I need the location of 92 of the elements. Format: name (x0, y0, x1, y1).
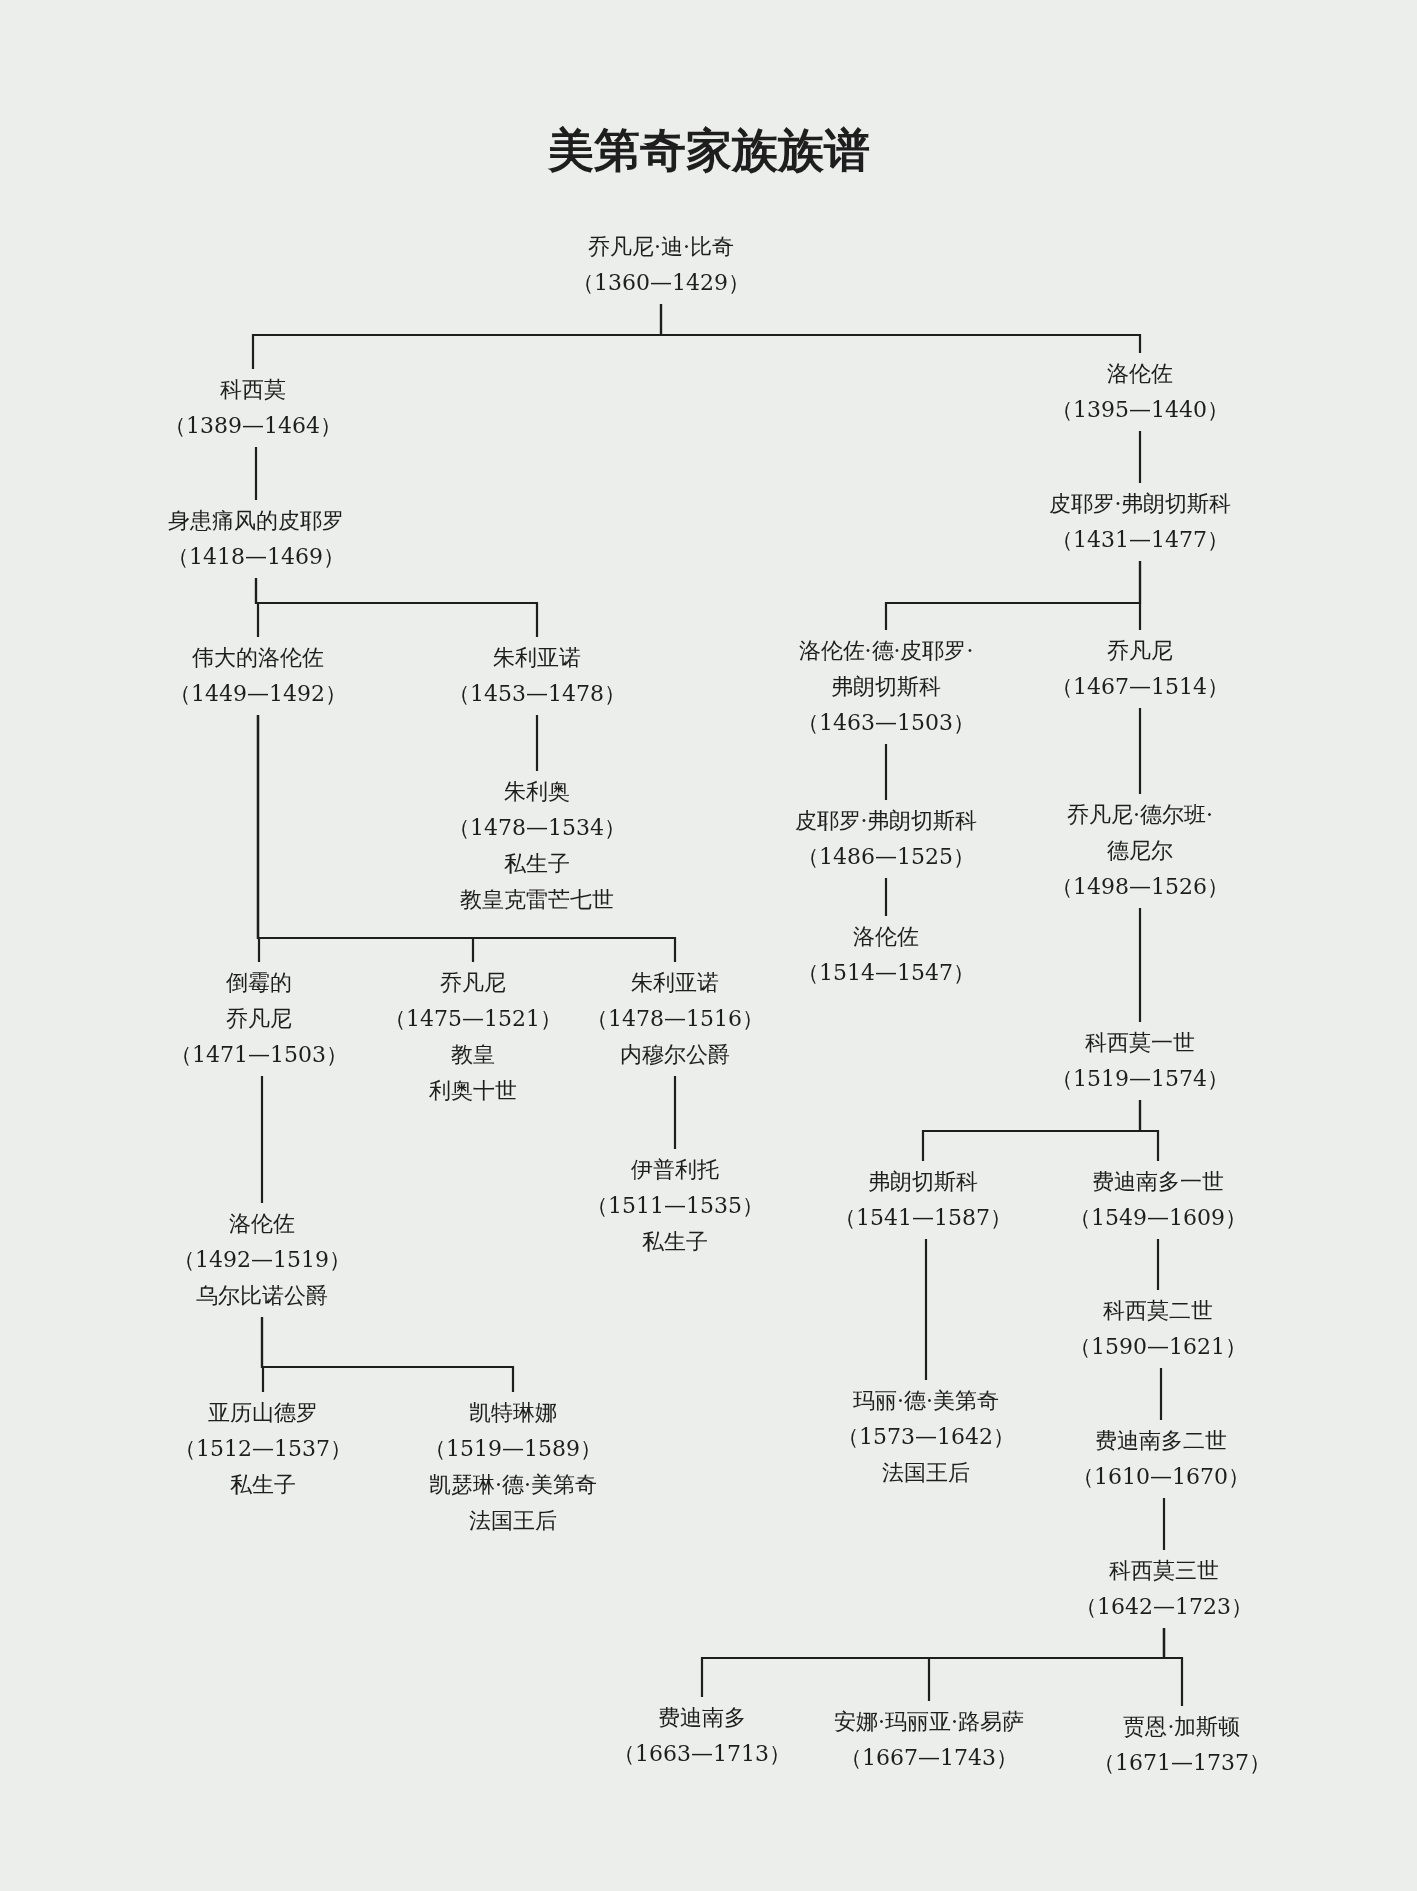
person-name: 科西莫二世 (1102, 1297, 1214, 1325)
person-name: 伟大的洛伦佐 (191, 644, 325, 672)
person-name: 科西莫 (219, 376, 287, 404)
family-line (884, 744, 888, 800)
life-dates: （1667—1743） (839, 1744, 1019, 1772)
family-line (1138, 708, 1142, 794)
family-line (256, 715, 677, 962)
note: 凯瑟琳·德·美第奇 (428, 1471, 598, 1499)
life-dates: （1610—1670） (1072, 1463, 1250, 1491)
life-dates: （1418—1469） (167, 543, 345, 571)
person-name: 弗朗切斯科 (867, 1168, 979, 1196)
life-dates: （1671—1737） (1093, 1749, 1271, 1777)
family-line (260, 1076, 264, 1203)
person-name: 朱利亚诺 (492, 644, 582, 672)
life-dates: （1431—1477） (1050, 526, 1230, 554)
life-dates: （1512—1537） (174, 1435, 352, 1463)
person-name: 费迪南多二世 (1094, 1427, 1228, 1455)
person-name: 伊普利托 (630, 1156, 720, 1184)
person-name: 乔凡尼 (1106, 637, 1174, 665)
person-name: 乔凡尼·德尔班·德尼尔 (1066, 801, 1214, 865)
family-line (254, 447, 258, 500)
life-dates: （1514—1547） (797, 959, 975, 987)
family-line (1138, 561, 1142, 630)
family-line (1162, 1628, 1184, 1706)
person-name: 凯特琳娜 (468, 1399, 558, 1427)
note: 教皇 (450, 1041, 496, 1069)
life-dates: （1642—1723） (1075, 1593, 1253, 1621)
note: 私生子 (229, 1471, 297, 1499)
person-name: 洛伦佐 (228, 1210, 296, 1238)
life-dates: （1486—1525） (796, 843, 976, 871)
person-name: 洛伦佐 (1106, 360, 1174, 388)
life-dates: （1519—1574） (1051, 1065, 1229, 1093)
note: 内穆尔公爵 (619, 1041, 731, 1069)
note: 法国王后 (468, 1507, 558, 1535)
life-dates: （1360—1429） (572, 269, 750, 297)
person-name: 亚历山德罗 (207, 1399, 319, 1427)
note: 利奥十世 (428, 1077, 518, 1105)
life-dates: （1389—1464） (164, 412, 342, 440)
family-line (1138, 431, 1142, 483)
life-dates: （1590—1621） (1069, 1333, 1247, 1361)
person-name: 乔凡尼 (439, 969, 507, 997)
family-line (884, 878, 888, 916)
life-dates: （1498—1526） (1051, 873, 1229, 901)
person-name: 费迪南多一世 (1091, 1168, 1225, 1196)
life-dates: （1573—1642） (837, 1423, 1015, 1451)
life-dates: （1663—1713） (613, 1740, 791, 1768)
note: 私生子 (641, 1228, 709, 1256)
note: 乌尔比诺公爵 (195, 1282, 329, 1310)
family-line (1138, 908, 1142, 1022)
person-name: 洛伦佐·德·皮耶罗·弗朗切斯科 (797, 637, 975, 701)
family-line (1138, 1100, 1160, 1161)
person-name: 安娜·玛丽亚·路易萨 (834, 1708, 1024, 1736)
person-name: 朱利亚诺 (630, 969, 720, 997)
life-dates: （1453—1478） (448, 680, 626, 708)
person-name: 科西莫一世 (1084, 1029, 1196, 1057)
family-line (673, 1076, 677, 1149)
life-dates: （1478—1516） (586, 1005, 764, 1033)
note: 私生子 (503, 850, 571, 878)
person-name: 倒霉的乔凡尼 (225, 969, 293, 1033)
life-dates: （1467—1514） (1051, 673, 1229, 701)
family-line (659, 304, 1142, 353)
life-dates: （1492—1519） (173, 1246, 351, 1274)
person-name: 身患痛风的皮耶罗 (167, 507, 345, 535)
life-dates: （1549—1609） (1069, 1204, 1247, 1232)
life-dates: （1475—1521） (384, 1005, 562, 1033)
life-dates: （1449—1492） (169, 680, 347, 708)
title: 美第奇家族族谱 (546, 122, 871, 179)
person-name: 费迪南多 (657, 1704, 747, 1732)
person-name: 玛丽·德·美第奇 (852, 1387, 1000, 1415)
family-line (924, 1239, 928, 1380)
person-name: 洛伦佐 (852, 923, 920, 951)
life-dates: （1471—1503） (170, 1041, 348, 1069)
life-dates: （1395—1440） (1051, 396, 1229, 424)
life-dates: （1478—1534） (448, 814, 626, 842)
life-dates: （1463—1503） (796, 709, 976, 737)
family-line (254, 578, 539, 637)
family-line (260, 1317, 515, 1392)
life-dates: （1511—1535） (586, 1192, 764, 1220)
note: 教皇克雷芒七世 (459, 886, 615, 914)
family-line (535, 715, 539, 771)
family-line (1159, 1368, 1163, 1420)
person-name: 皮耶罗·弗朗切斯科 (794, 807, 978, 835)
person-name: 乔凡尼·迪·比奇 (587, 233, 735, 261)
note: 法国王后 (881, 1459, 971, 1487)
family-line (1162, 1498, 1166, 1550)
person-name: 科西莫三世 (1108, 1557, 1220, 1585)
family-line (1156, 1239, 1160, 1290)
person-name: 贾恩·加斯顿 (1122, 1713, 1242, 1741)
life-dates: （1519—1589） (424, 1435, 602, 1463)
person-name: 朱利奥 (503, 778, 571, 806)
life-dates: （1541—1587） (834, 1204, 1012, 1232)
person-name: 皮耶罗·弗朗切斯科 (1048, 490, 1232, 518)
